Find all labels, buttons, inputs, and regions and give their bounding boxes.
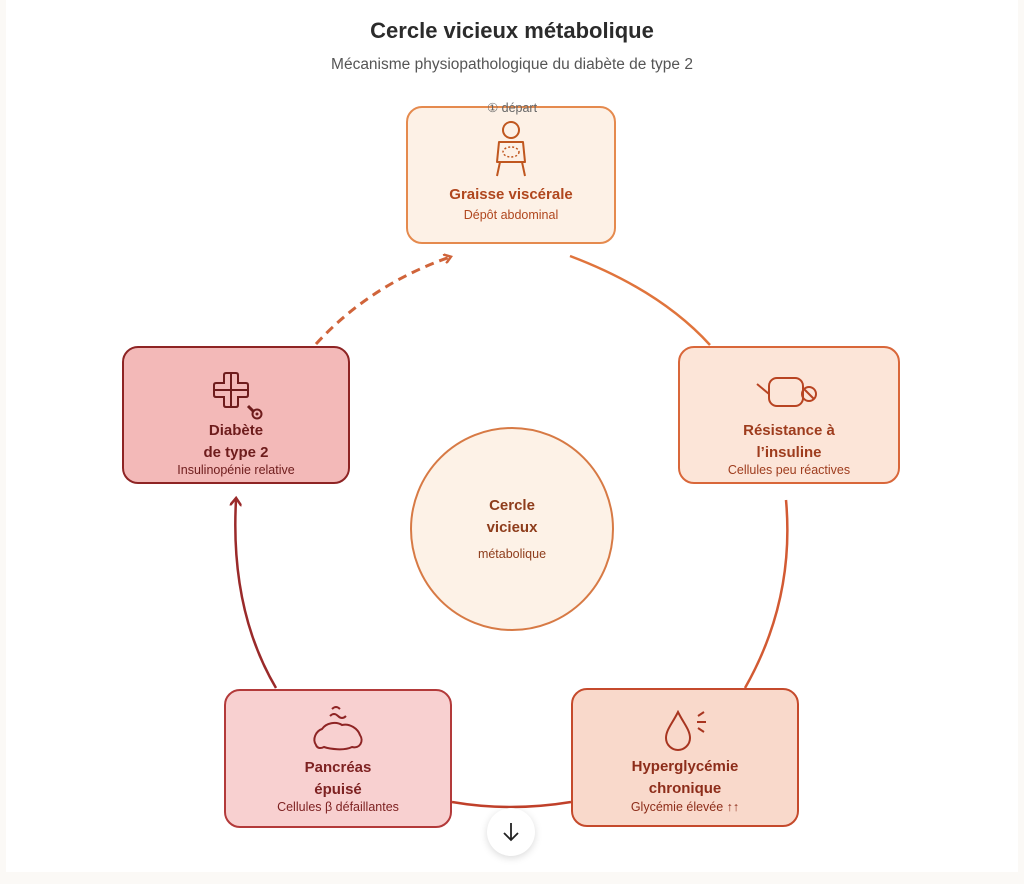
center-circle: Cercle vicieux métabolique bbox=[410, 427, 614, 631]
node-graisse-viscerale[interactable]: Graisse viscérale Dépôt abdominal bbox=[406, 106, 616, 244]
center-line3: métabolique bbox=[477, 547, 547, 561]
page-subtitle: Mécanisme physiopathologique du diabète … bbox=[331, 56, 693, 73]
blocked-cell-icon bbox=[756, 377, 817, 407]
node-resistance-insuline[interactable]: Résistance à l’insuline Cellules peu réa… bbox=[678, 346, 900, 484]
link-resistance-hyper bbox=[743, 499, 789, 689]
node-hyperglycemie[interactable]: Hyperglycémie chronique Glycémie élevée … bbox=[571, 688, 799, 827]
node-title-line2: de type 2 bbox=[203, 444, 269, 461]
link-graisse-resistance bbox=[569, 254, 711, 346]
node-title-line2: l’insuline bbox=[756, 444, 822, 461]
link-pancreas-diabete bbox=[235, 500, 278, 689]
node-pancreas-epuise[interactable]: Pancréas épuisé Cellules β défaillantes bbox=[224, 689, 452, 828]
person-abdomen-icon bbox=[496, 121, 526, 177]
scroll-down-button[interactable] bbox=[487, 808, 535, 856]
node-title-line2: épuisé bbox=[314, 781, 362, 798]
link-hyper-pancreas bbox=[451, 800, 572, 809]
blood-drop-icon bbox=[664, 710, 706, 752]
start-marker: ① départ bbox=[486, 101, 538, 115]
link-diabete-graisse bbox=[314, 257, 450, 346]
node-title-line1: Pancréas bbox=[304, 759, 372, 776]
node-title-line1: Résistance à bbox=[743, 422, 835, 439]
node-title-line1: Diabète bbox=[208, 422, 264, 439]
node-title-line2: chronique bbox=[648, 780, 722, 797]
medical-cross-icon bbox=[213, 372, 263, 420]
node-title: Graisse viscérale bbox=[449, 186, 573, 203]
pancreas-icon bbox=[313, 706, 363, 751]
node-subtitle: Glycémie élevée ↑↑ bbox=[630, 800, 740, 814]
node-title-line1: Hyperglycémie bbox=[631, 758, 739, 775]
center-line2: vicieux bbox=[486, 519, 538, 536]
node-subtitle: Cellules peu réactives bbox=[727, 463, 851, 477]
node-diabete-type2[interactable]: Diabète de type 2 Insulinopénie relative bbox=[122, 346, 350, 484]
node-subtitle: Cellules β défaillantes bbox=[277, 800, 399, 814]
center-line1: Cercle bbox=[489, 497, 535, 514]
page-title: Cercle vicieux métabolique bbox=[370, 18, 654, 43]
node-subtitle: Dépôt abdominal bbox=[463, 208, 559, 222]
node-subtitle: Insulinopénie relative bbox=[177, 463, 295, 477]
arrow-down-icon bbox=[503, 823, 519, 842]
